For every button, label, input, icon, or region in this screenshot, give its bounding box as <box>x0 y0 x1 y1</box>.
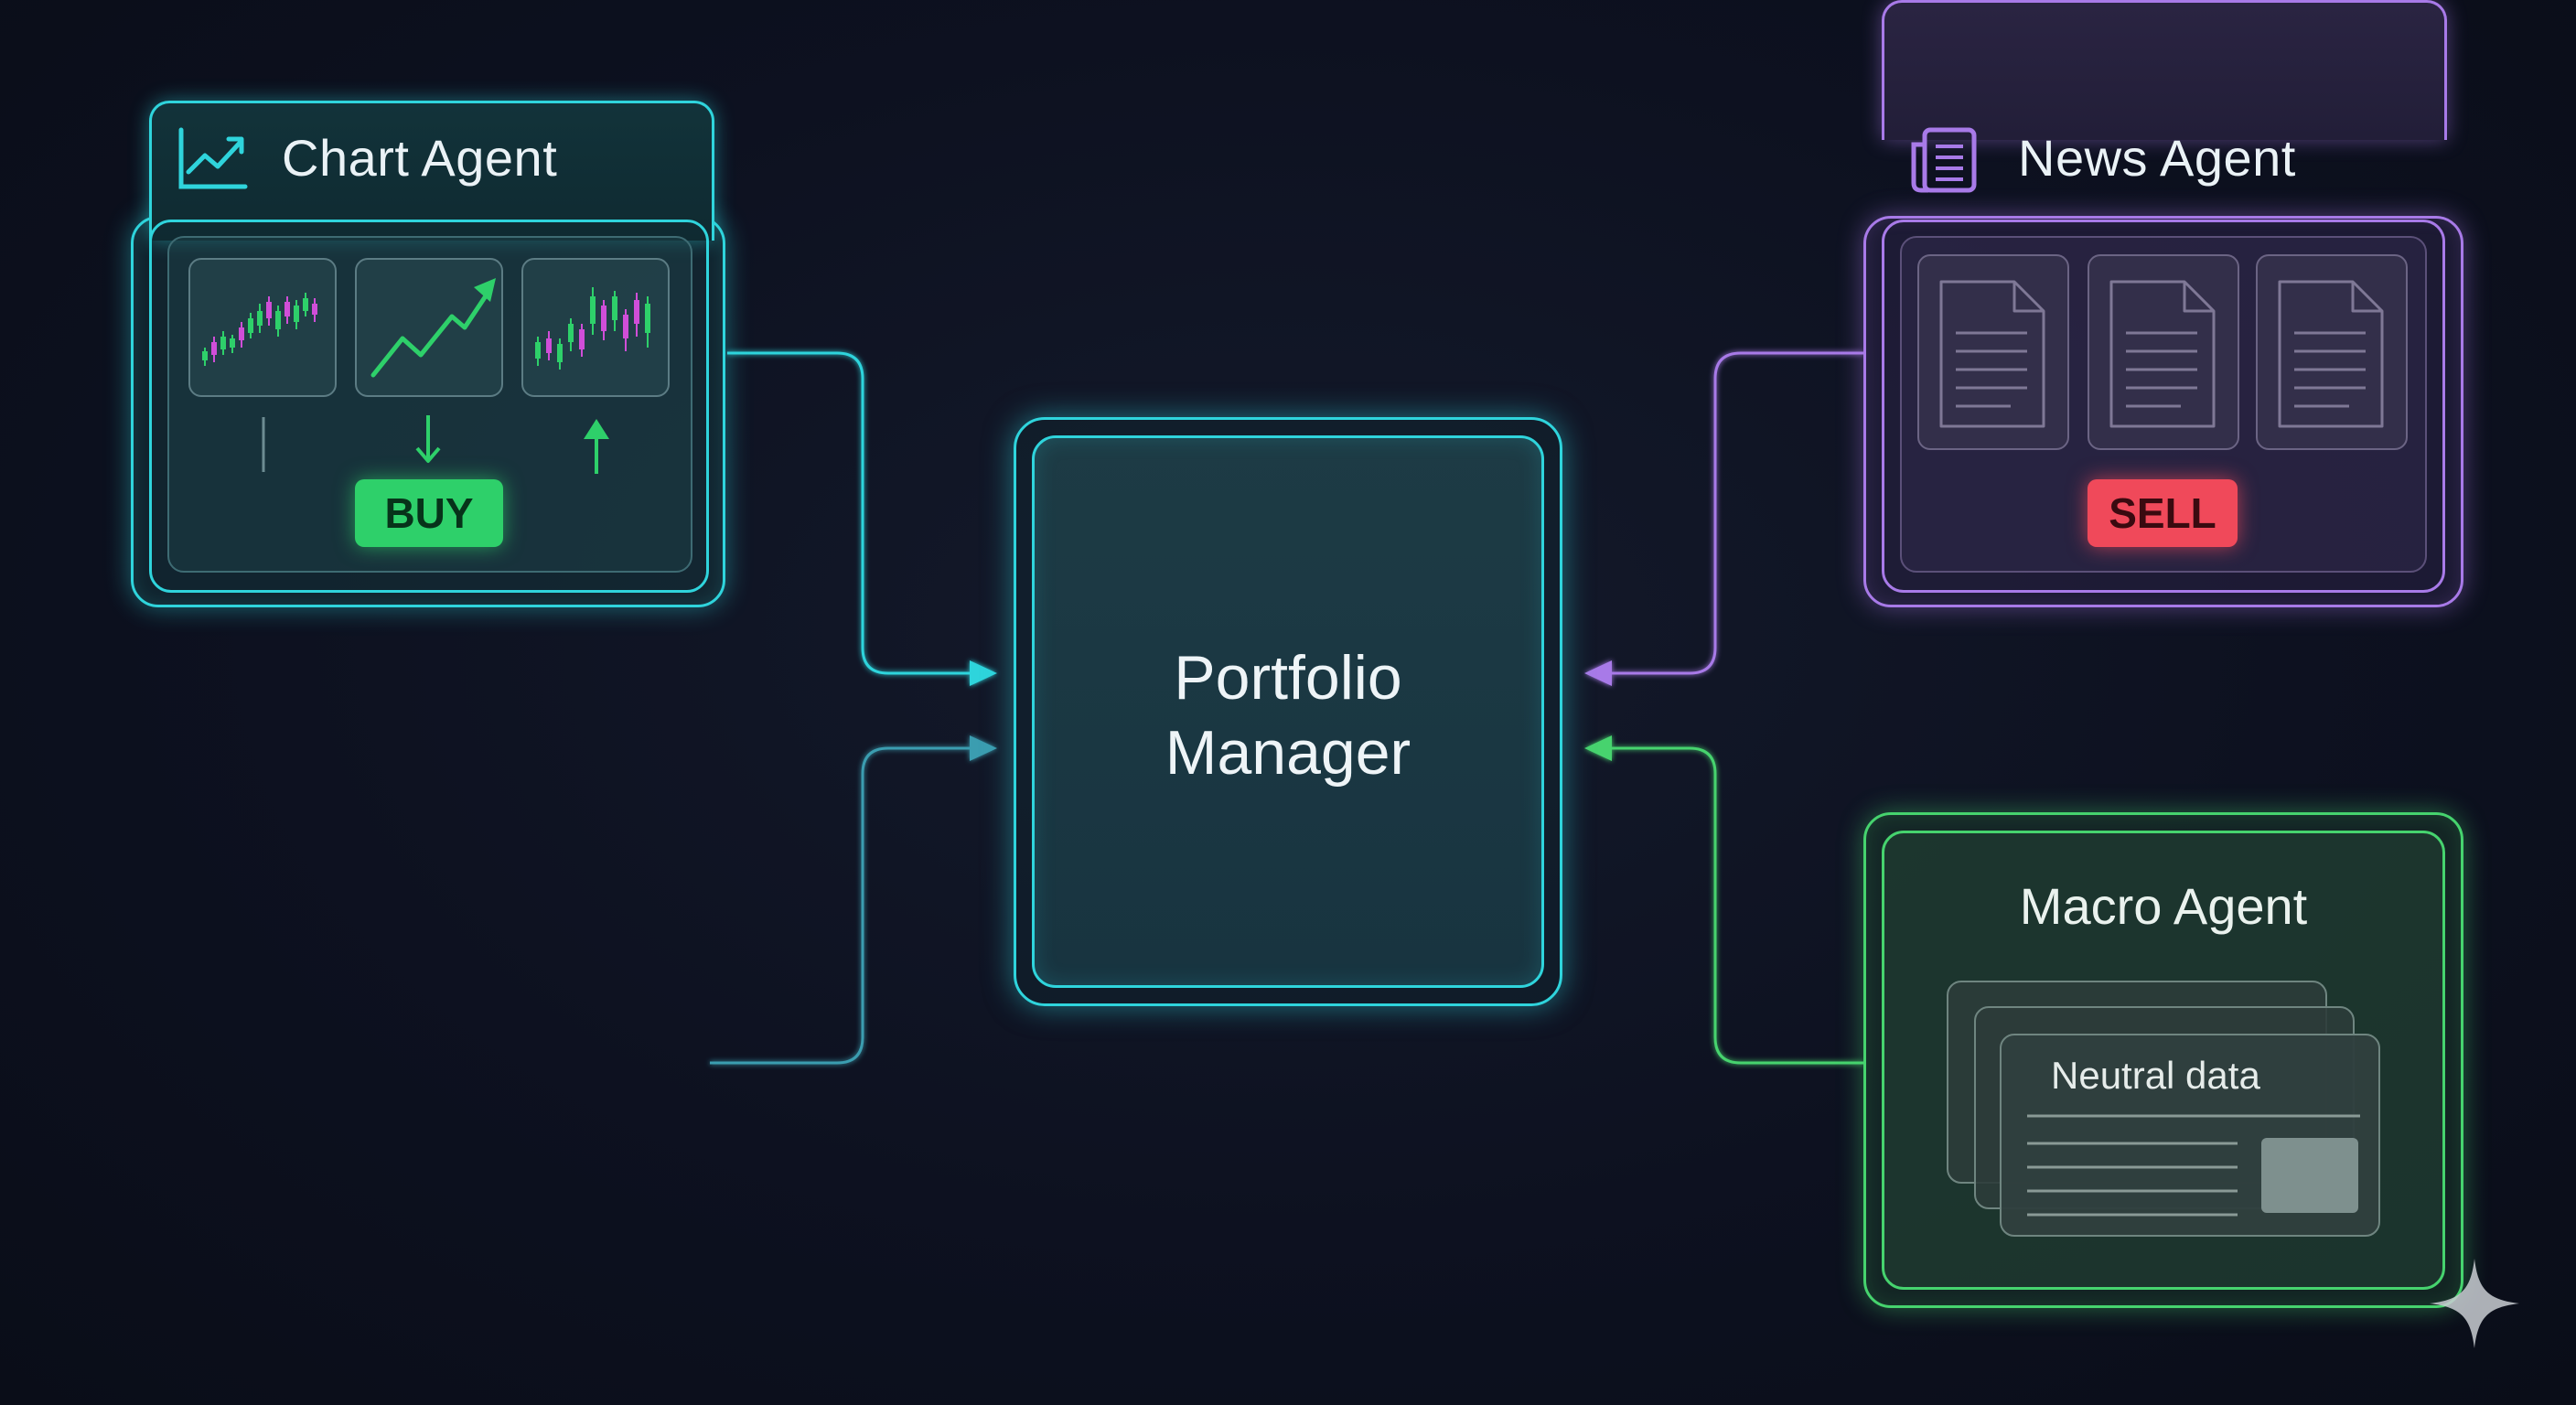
newspaper-icon <box>1911 127 1977 193</box>
macro-to-manager-arrowhead <box>1584 735 1612 761</box>
document-icon-2 <box>2109 280 2216 428</box>
document-icon-3 <box>2278 280 2384 428</box>
candlestick-chart-icon <box>202 293 317 366</box>
portfolio-manager-node <box>1032 435 1544 988</box>
chart-agent-body <box>149 220 709 593</box>
macro-agent-title: Macro Agent <box>2019 877 2308 935</box>
chart-agent-header <box>149 101 714 241</box>
candlestick-chart-icon-2 <box>535 287 650 370</box>
news-agent-title: News Agent <box>2018 129 2296 187</box>
sparkle-icon <box>2430 1259 2519 1348</box>
news-agent-body <box>1882 220 2445 593</box>
neutral-line-indicator <box>262 417 265 472</box>
candlestick-thumbnail <box>188 258 337 397</box>
chart-agent-title: Chart Agent <box>282 129 558 187</box>
chart-to-manager-arrowhead <box>970 660 997 686</box>
sell-signal-badge: SELL <box>2088 479 2238 547</box>
news-agent-header <box>1882 0 2447 140</box>
line-chart-icon <box>178 127 248 189</box>
document-icon <box>1939 280 2045 428</box>
data-lines-icon <box>2027 1114 2360 1217</box>
lower-left-arrowhead <box>970 735 997 761</box>
macro-to-manager-connector <box>1612 746 1863 1065</box>
portfolio-manager-label-line1: Portfolio <box>1174 643 1402 713</box>
news-to-manager-arrowhead <box>1584 660 1612 686</box>
buy-signal-badge: BUY <box>355 479 503 547</box>
trend-line-thumbnail <box>355 258 503 397</box>
uptrend-chart-icon <box>370 278 496 378</box>
macro-data-card: Neutral data <box>2000 1034 2380 1237</box>
portfolio-manager-label-line2: Manager <box>1165 718 1411 788</box>
down-arrow-icon <box>415 415 441 463</box>
chart-to-manager-connector <box>727 351 970 675</box>
lower-left-connector <box>710 746 970 1065</box>
news-to-manager-connector <box>1612 351 1863 675</box>
news-document-card-2 <box>2088 254 2239 450</box>
up-arrow-icon <box>584 419 609 474</box>
news-document-card-3 <box>2256 254 2408 450</box>
portfolio-manager-label: Portfolio Manager <box>1032 640 1544 790</box>
neutral-data-label: Neutral data <box>2051 1054 2260 1097</box>
news-document-card <box>1917 254 2069 450</box>
candlestick-thumbnail-2 <box>521 258 670 397</box>
